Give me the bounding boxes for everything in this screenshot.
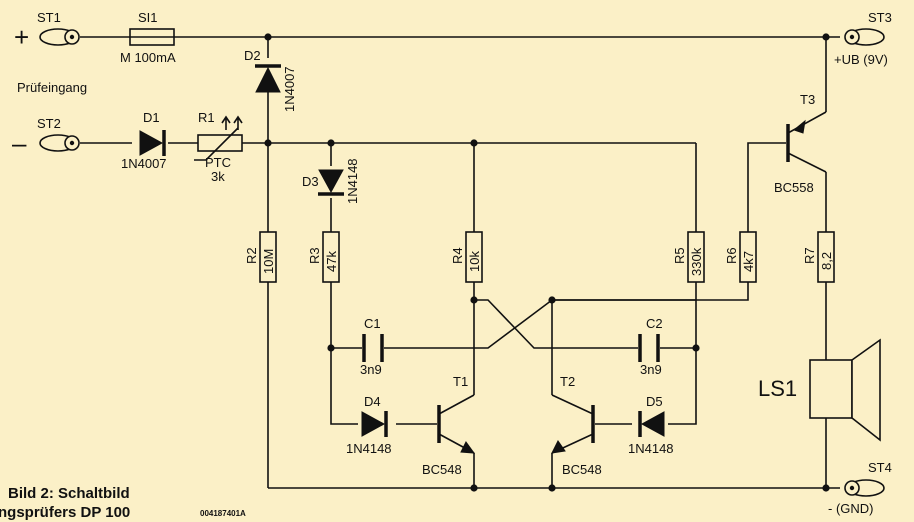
si1-ref: SI1 bbox=[138, 10, 158, 25]
st3-note: +UB (9V) bbox=[834, 52, 888, 67]
caption-line1: Bild 2: Schaltbild bbox=[8, 485, 130, 502]
terminal-st1: + ST1 bbox=[14, 10, 80, 52]
st3-label: ST3 bbox=[868, 10, 892, 25]
c2-value: 3n9 bbox=[640, 362, 662, 377]
transistor-t3: T3 BC558 bbox=[774, 92, 827, 195]
caption: Bild 2: Schaltbild ngsprüfers DP 100 004… bbox=[0, 485, 246, 521]
resistor-r2: R2 10M bbox=[244, 231, 277, 283]
d2-value: 1N4007 bbox=[282, 66, 297, 112]
terminal-st4: ST4 - (GND) bbox=[828, 460, 892, 516]
d5-ref: D5 bbox=[646, 394, 663, 409]
st2-label: ST2 bbox=[37, 116, 61, 131]
d1-value: 1N4007 bbox=[121, 156, 167, 171]
si1-value: M 100mA bbox=[120, 50, 176, 65]
d1-ref: D1 bbox=[143, 110, 160, 125]
transistor-t2: T2 BC548 bbox=[551, 374, 602, 477]
r4-value: 10k bbox=[467, 251, 482, 272]
t3-value: BC558 bbox=[774, 180, 814, 195]
r2-ref: R2 bbox=[244, 247, 259, 264]
c1-ref: C1 bbox=[364, 316, 381, 331]
t1-ref: T1 bbox=[453, 374, 468, 389]
transistor-t1: T1 BC548 bbox=[422, 374, 476, 477]
caption-line2: ngsprüfers DP 100 bbox=[0, 504, 130, 521]
r7-ref: R7 bbox=[802, 247, 817, 264]
st4-note: - (GND) bbox=[828, 501, 874, 516]
r3-ref: R3 bbox=[307, 247, 322, 264]
resistor-r3: R3 47k bbox=[307, 231, 340, 283]
t1-value: BC548 bbox=[422, 462, 462, 477]
resistor-r6: R6 4k7 bbox=[724, 231, 757, 283]
c2-ref: C2 bbox=[646, 316, 663, 331]
fuse-si1: SI1 M 100mA bbox=[120, 10, 176, 65]
st4-label: ST4 bbox=[868, 460, 892, 475]
d4-ref: D4 bbox=[364, 394, 381, 409]
resistor-r4: R4 10k bbox=[450, 231, 483, 283]
terminal-st2: – ST2 bbox=[12, 116, 80, 158]
r5-ref: R5 bbox=[672, 247, 687, 264]
capacitor-c1: C1 3n9 bbox=[360, 316, 384, 377]
minus-sign: – bbox=[12, 128, 27, 158]
d3-ref: D3 bbox=[302, 174, 319, 189]
d3-value: 1N4148 bbox=[345, 158, 360, 204]
t2-ref: T2 bbox=[560, 374, 575, 389]
diode-d1: D1 1N4007 bbox=[121, 110, 167, 171]
ptc-r1: R1 PTC 3k bbox=[194, 110, 243, 184]
c1-value: 3n9 bbox=[360, 362, 382, 377]
input-label: Prüfeingang bbox=[17, 80, 87, 95]
d2-ref: D2 bbox=[244, 48, 261, 63]
r6-value: 4k7 bbox=[741, 251, 756, 272]
caption-code: 004187401A bbox=[200, 509, 246, 518]
t3-ref: T3 bbox=[800, 92, 815, 107]
junction-dots bbox=[264, 33, 830, 492]
r3-value: 47k bbox=[324, 251, 339, 272]
resistor-r5: R5 330k bbox=[672, 231, 705, 283]
r6-ref: R6 bbox=[724, 247, 739, 264]
r1-type: PTC bbox=[205, 155, 231, 170]
d4-value: 1N4148 bbox=[346, 441, 392, 456]
st1-label: ST1 bbox=[37, 10, 61, 25]
r1-value: 3k bbox=[211, 169, 225, 184]
diode-d3: D3 1N4148 bbox=[302, 158, 360, 204]
diode-d5: D5 1N4148 bbox=[628, 394, 674, 456]
d5-value: 1N4148 bbox=[628, 441, 674, 456]
capacitor-c2: C2 3n9 bbox=[638, 316, 663, 377]
resistor-r7: R7 8,2 bbox=[802, 231, 835, 283]
ls1-ref: LS1 bbox=[758, 376, 797, 401]
r1-ref: R1 bbox=[198, 110, 215, 125]
r2-value: 10M bbox=[261, 249, 276, 274]
r4-ref: R4 bbox=[450, 247, 465, 264]
speaker-ls1: LS1 bbox=[758, 338, 881, 442]
terminal-st3: ST3 +UB (9V) bbox=[834, 10, 892, 67]
plus-sign: + bbox=[14, 22, 29, 52]
r7-value: 8,2 bbox=[819, 252, 834, 270]
r5-value: 330k bbox=[689, 247, 704, 276]
t2-value: BC548 bbox=[562, 462, 602, 477]
diode-d2: D2 1N4007 bbox=[244, 48, 297, 112]
diode-d4: D4 1N4148 bbox=[346, 394, 392, 456]
